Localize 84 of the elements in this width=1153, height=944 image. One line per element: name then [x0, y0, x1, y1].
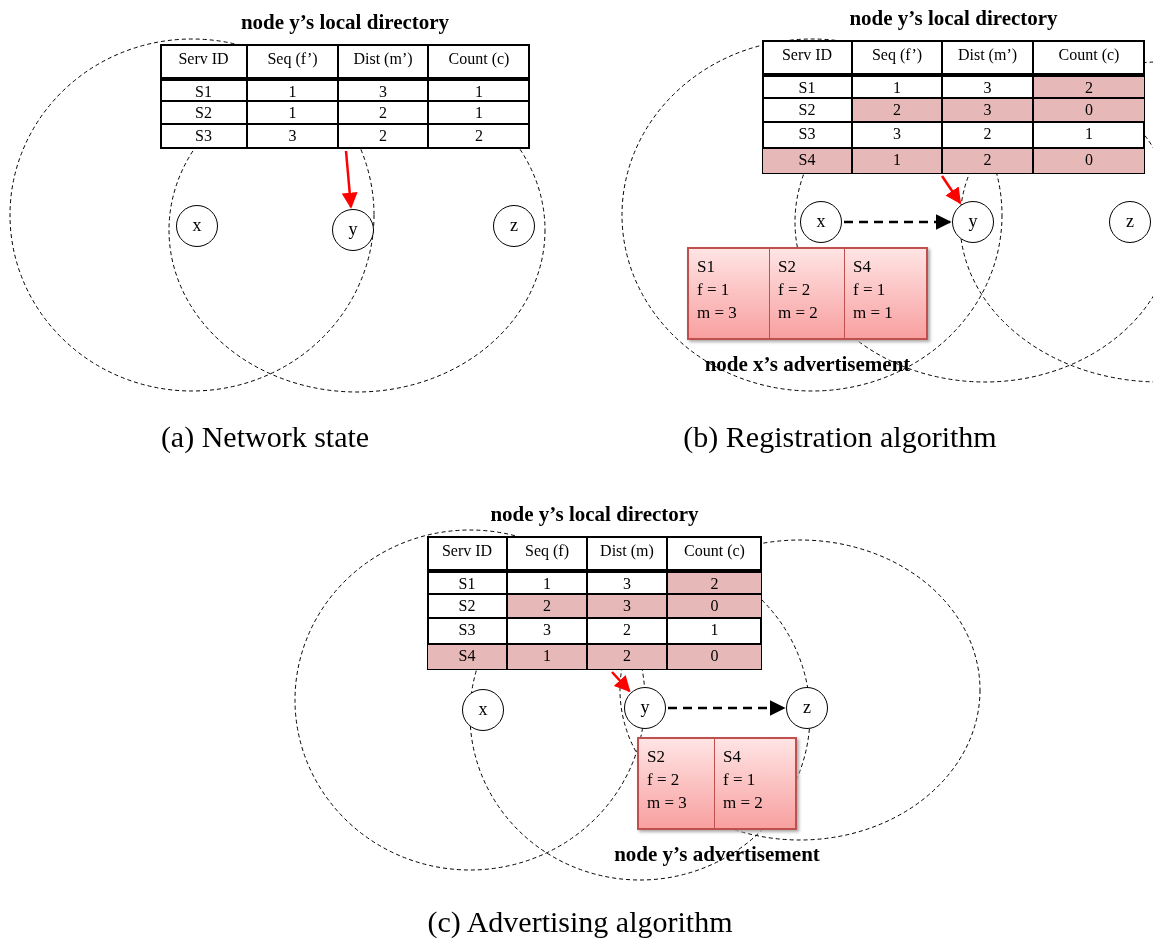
- arrow: [341, 150, 358, 209]
- column-header: Serv ID: [160, 44, 247, 78]
- table-cell: 2: [942, 148, 1033, 174]
- table-cell: 0: [1033, 98, 1145, 122]
- panel-caption: (b) Registration algorithm: [683, 420, 997, 454]
- table-heading: node y’s local directory: [490, 502, 699, 527]
- panel-caption: (c) Advertising algorithm: [427, 905, 733, 939]
- column-header: Serv ID: [762, 40, 852, 74]
- arrow: [611, 671, 631, 693]
- column-header: Dist (m): [587, 536, 667, 570]
- table-cell: S2: [427, 594, 507, 618]
- table-cell-text: S4 f = 1 m = 2: [722, 746, 764, 814]
- network-node-circle: y: [332, 209, 374, 251]
- table-cell: 3: [942, 98, 1033, 122]
- column-header: Count (c): [1033, 40, 1145, 74]
- table-cell: 3: [587, 594, 667, 618]
- table-cell-text: S4 f = 1 m = 1: [852, 256, 894, 324]
- table-cell: 2: [428, 124, 530, 149]
- arrow: [668, 700, 786, 716]
- table-cell: 2: [507, 594, 587, 618]
- directory-table: [762, 40, 1145, 174]
- network-node-circle: y: [624, 687, 666, 729]
- column-header: Count (c): [667, 536, 762, 570]
- directory-table: [427, 536, 762, 670]
- table-cell: 1: [428, 101, 530, 124]
- arrow: [844, 214, 952, 230]
- column-header: Dist (m’): [338, 44, 428, 78]
- table-cell: S1: [762, 74, 852, 98]
- table-caption: node x’s advertisement: [704, 352, 911, 377]
- table-cell: 2: [587, 644, 667, 670]
- column-header: Dist (m’): [942, 40, 1033, 74]
- table-cell: S3: [762, 122, 852, 148]
- table-cell: 0: [667, 644, 762, 670]
- network-node-circle: z: [1109, 201, 1151, 243]
- arrow: [940, 175, 962, 205]
- table-cell: 2: [852, 98, 942, 122]
- table-cell: S2 f = 2 m = 2: [770, 249, 845, 338]
- network-node-circle: x: [176, 205, 218, 247]
- advertisement-table: [637, 737, 797, 830]
- column-header: Seq (f’): [852, 40, 942, 74]
- column-header: Serv ID: [427, 536, 507, 570]
- table-cell: S1: [427, 570, 507, 594]
- table-cell: 1: [852, 148, 942, 174]
- table-cell: 3: [852, 122, 942, 148]
- table-caption: node y’s advertisement: [614, 842, 820, 867]
- table-cell: S1: [160, 78, 247, 101]
- table-cell: 3: [507, 618, 587, 644]
- table-heading: node y’s local directory: [849, 6, 1058, 31]
- network-node-circle: z: [786, 687, 828, 729]
- table-cell: 1: [1033, 122, 1145, 148]
- table-cell: S3: [427, 618, 507, 644]
- directory-table: [160, 44, 530, 149]
- table-cell: S2 f = 2 m = 3: [639, 739, 715, 828]
- table-cell: S2: [160, 101, 247, 124]
- table-cell: 3: [247, 124, 338, 149]
- table-cell: 1: [247, 101, 338, 124]
- table-cell: S1 f = 1 m = 3: [689, 249, 770, 338]
- table-cell: 0: [667, 594, 762, 618]
- table-cell: 1: [667, 618, 762, 644]
- table-cell: 2: [338, 124, 428, 149]
- table-cell: 2: [338, 101, 428, 124]
- advertisement-table: [687, 247, 928, 340]
- network-node-circle: x: [462, 689, 504, 731]
- table-cell: 2: [667, 570, 762, 594]
- table-cell: 2: [1033, 74, 1145, 98]
- table-cell: 0: [1033, 148, 1145, 174]
- network-node-circle: y: [952, 201, 994, 243]
- table-cell: 1: [507, 644, 587, 670]
- network-node-circle: z: [493, 205, 535, 247]
- table-cell: S4: [762, 148, 852, 174]
- table-cell: 1: [247, 78, 338, 101]
- table-cell: 2: [942, 122, 1033, 148]
- table-cell: S2: [762, 98, 852, 122]
- table-cell: 1: [428, 78, 530, 101]
- network-node-circle: x: [800, 201, 842, 243]
- table-cell: 2: [587, 618, 667, 644]
- table-heading: node y’s local directory: [240, 10, 450, 35]
- column-header: Seq (f’): [247, 44, 338, 78]
- panel-caption: (a) Network state: [160, 420, 370, 454]
- column-header: Seq (f): [507, 536, 587, 570]
- column-header: Count (c): [428, 44, 530, 78]
- table-cell: 3: [338, 78, 428, 101]
- table-cell: S3: [160, 124, 247, 149]
- table-cell: S4: [427, 644, 507, 670]
